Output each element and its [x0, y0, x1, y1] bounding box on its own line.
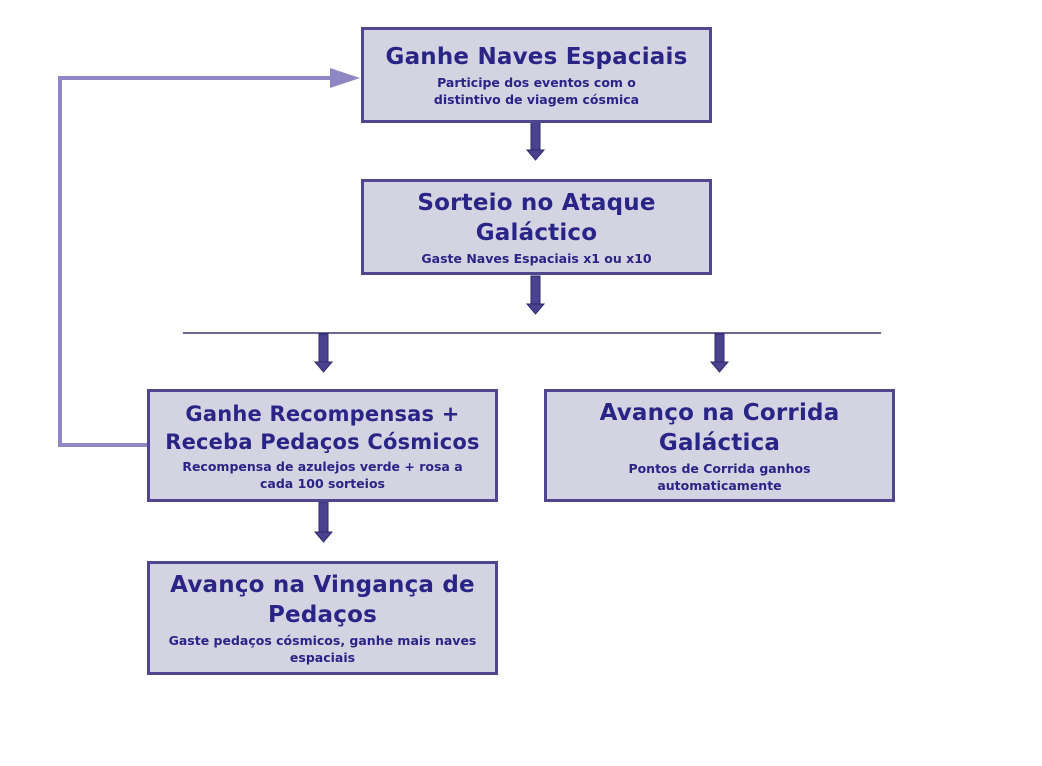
box-galactic-race-title: Avanço na Corrida Galáctica: [599, 399, 840, 456]
box-pieces-revenge-subtitle: Gaste pedaços cósmicos, ganhe mais naves…: [168, 633, 477, 665]
box-galactic-race: Avanço na Corrida Galáctica Pontos de Co…: [544, 389, 895, 502]
box-galactic-attack: Sorteio no Ataque Galáctico Gaste Naves …: [361, 179, 712, 275]
box-earn-rewards: Ganhe Recompensas + Receba Pedaços Cósmi…: [147, 389, 498, 502]
box-pieces-revenge: Avanço na Vingança de Pedaços Gaste peda…: [147, 561, 498, 675]
box-galactic-attack-subtitle: Gaste Naves Espaciais x1 ou x10: [421, 250, 652, 266]
box-earn-ships-subtitle: Participe dos eventos com o distintivo d…: [433, 75, 640, 107]
box-earn-ships-title: Ganhe Naves Espaciais: [385, 44, 688, 70]
box-earn-ships: Ganhe Naves Espaciais Participe dos even…: [361, 27, 712, 123]
arrow-rewards-to-revenge: [313, 501, 334, 543]
arrow-split-to-rewards: [313, 333, 334, 373]
box-pieces-revenge-title: Avanço na Vingança de Pedaços: [170, 572, 475, 628]
feedback-loop-line: [58, 76, 340, 447]
arrow-attack-to-split: [525, 275, 546, 315]
box-earn-rewards-subtitle: Recompensa de azulejos verde + rosa a ca…: [182, 458, 463, 491]
box-galactic-attack-title: Sorteio no Ataque Galáctico: [417, 189, 656, 246]
feedback-loop-arrowhead: [330, 68, 360, 88]
box-galactic-race-subtitle: Pontos de Corrida ganhos automaticamente: [628, 460, 811, 493]
arrow-split-to-race: [709, 333, 730, 373]
arrow-earn-to-attack: [525, 121, 546, 161]
box-earn-rewards-title: Ganhe Recompensas + Receba Pedaços Cósmi…: [165, 401, 480, 454]
